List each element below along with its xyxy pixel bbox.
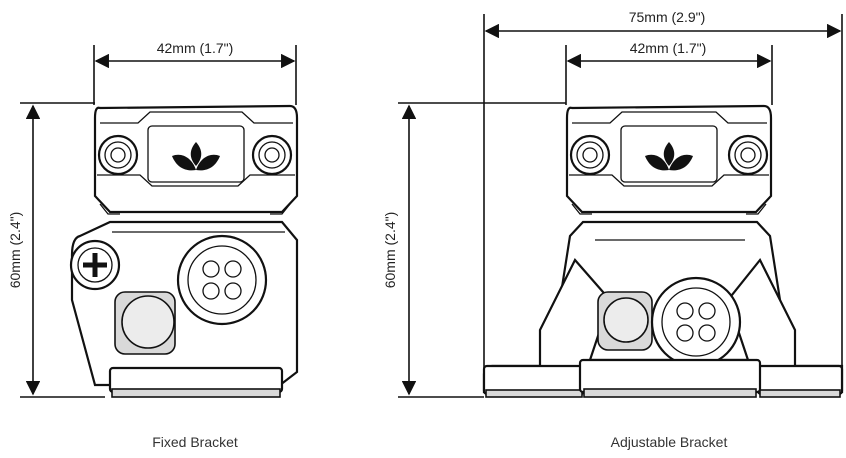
connector-icon	[176, 234, 268, 326]
adjustable-bracket-body	[482, 220, 844, 398]
leaf-logo-icon	[172, 142, 220, 171]
cable-gland-icon	[597, 291, 653, 351]
connector-icon	[650, 276, 742, 368]
cable-gland-icon	[114, 291, 176, 355]
adjustable-width-dimension: 42mm (1.7")	[565, 40, 773, 105]
fixed-height-dimension: 60mm (2.4")	[7, 102, 105, 398]
adjustable-height-label: 60mm (2.4")	[382, 212, 398, 289]
fixed-bracket-body	[69, 220, 299, 398]
adjustable-caption: Adjustable Bracket	[611, 434, 728, 450]
phillips-screw-icon	[69, 239, 121, 291]
leaf-logo-icon	[645, 142, 693, 171]
adjustable-height-dimension: 60mm (2.4")	[382, 102, 566, 398]
fixed-caption: Fixed Bracket	[152, 434, 238, 450]
fixed-width-dimension: 42mm (1.7")	[93, 40, 297, 105]
fixed-bracket-figure: 42mm (1.7") 60mm (2.4")	[7, 40, 299, 450]
screw-icon	[97, 134, 139, 176]
adjustable-bracket-figure: 75mm (2.9") 42mm (1.7") 60mm (2.4")	[382, 9, 844, 450]
fixed-sensor-head	[93, 104, 299, 215]
screw-icon	[569, 134, 611, 176]
fixed-width-label: 42mm (1.7")	[157, 40, 234, 56]
fixed-height-label: 60mm (2.4")	[7, 212, 23, 289]
screw-icon	[251, 134, 293, 176]
adjustable-width-label: 42mm (1.7")	[630, 40, 707, 56]
screw-icon	[727, 134, 769, 176]
adjustable-outer-width-dimension: 75mm (2.9")	[483, 9, 843, 370]
adjustable-sensor-head	[565, 104, 773, 215]
adjustable-outer-width-label: 75mm (2.9")	[629, 9, 706, 25]
